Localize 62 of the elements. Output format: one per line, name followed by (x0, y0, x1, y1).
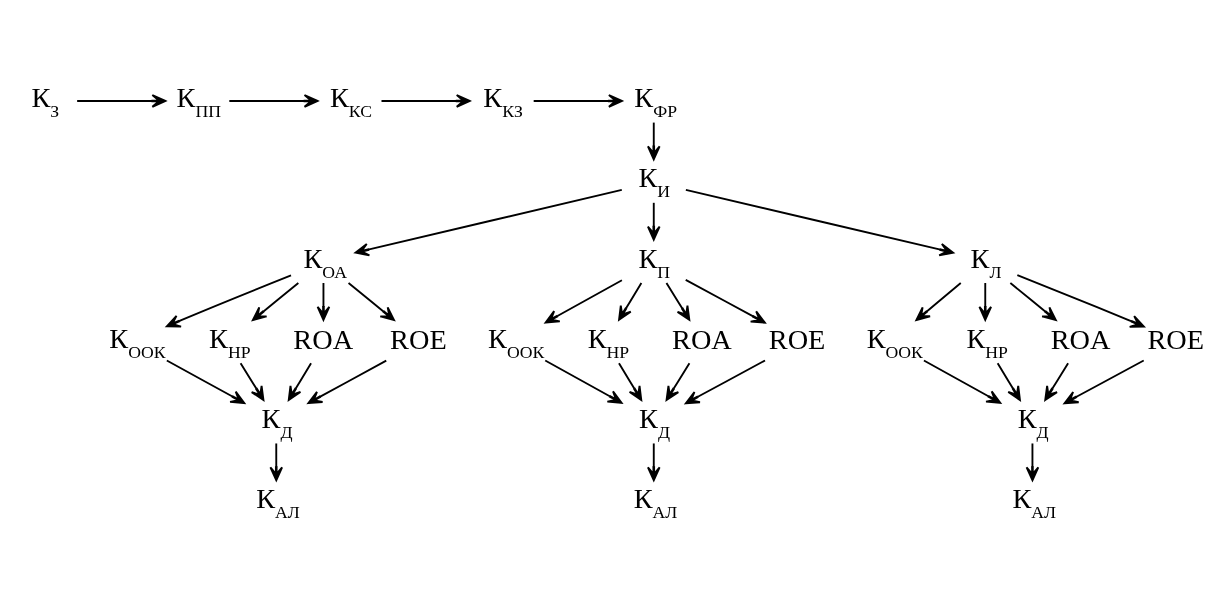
arrow (228, 94, 319, 108)
node-text: К$_{ОА}$ (303, 242, 347, 282)
node-text: К$_{ООК}$ (488, 322, 545, 362)
arrow (646, 442, 661, 482)
node-text: К$_{ПП}$ (176, 82, 221, 122)
arrow (684, 359, 766, 405)
arrow (665, 362, 691, 401)
node-text: К$_{ООК}$ (866, 322, 923, 362)
node-text: ROA (293, 323, 354, 355)
arrow (996, 362, 1021, 401)
node-text: К$_{НР}$ (587, 322, 630, 362)
arrow (354, 188, 623, 257)
arrow (251, 282, 300, 322)
arrow (287, 362, 312, 401)
node-text: К$_{И}$ (638, 162, 671, 202)
arrow (307, 359, 388, 405)
arrow (1025, 442, 1040, 482)
arrow (684, 188, 955, 257)
node-text: К$_{НР}$ (209, 322, 251, 362)
arrow (532, 94, 623, 108)
arrow (1009, 282, 1057, 322)
arrow (316, 282, 331, 321)
node-text: ROA (1050, 323, 1111, 355)
arrow (618, 282, 643, 321)
arrow (76, 94, 167, 108)
node-text: ROE (1147, 323, 1205, 355)
node-text: К$_{Л}$ (970, 242, 1002, 282)
arrow (380, 94, 471, 108)
node-text: К$_{Д}$ (639, 402, 670, 442)
arrow (646, 121, 661, 161)
arrow (618, 362, 643, 401)
arrow (1016, 274, 1145, 328)
arrow (1063, 359, 1145, 405)
node-text: ROE (768, 323, 826, 355)
arrow (1044, 362, 1070, 401)
arrow (544, 279, 623, 324)
arrow (646, 201, 661, 241)
node-text: К$_{ООК}$ (109, 322, 166, 362)
node-text: ROE (390, 323, 447, 355)
arrow (684, 278, 766, 324)
node-text: К$_{АЛ}$ (1012, 483, 1057, 523)
arrow (922, 359, 1002, 404)
arrow (165, 359, 246, 404)
node-text: К$_{З}$ (31, 82, 60, 122)
arrow (665, 282, 691, 321)
node-text: К$_{КС}$ (329, 82, 372, 122)
node-text: К$_{Д}$ (261, 402, 293, 442)
arrow (915, 282, 962, 322)
arrow (239, 362, 265, 401)
node-text: ROA (672, 323, 732, 355)
node-text: К$_{ФР}$ (634, 82, 677, 122)
node-text: К$_{НР}$ (966, 322, 1008, 362)
node-text: К$_{Д}$ (1017, 402, 1049, 442)
node-text: К$_{АЛ}$ (256, 483, 300, 523)
arrow (978, 282, 993, 321)
node-text: К$_{П}$ (638, 242, 671, 282)
arrow (347, 282, 395, 322)
arrow (165, 274, 292, 328)
node-text: К$_{АЛ}$ (633, 483, 678, 523)
arrow (269, 442, 284, 482)
arrow (544, 359, 623, 404)
node-text: К$_{КЗ}$ (483, 82, 523, 122)
